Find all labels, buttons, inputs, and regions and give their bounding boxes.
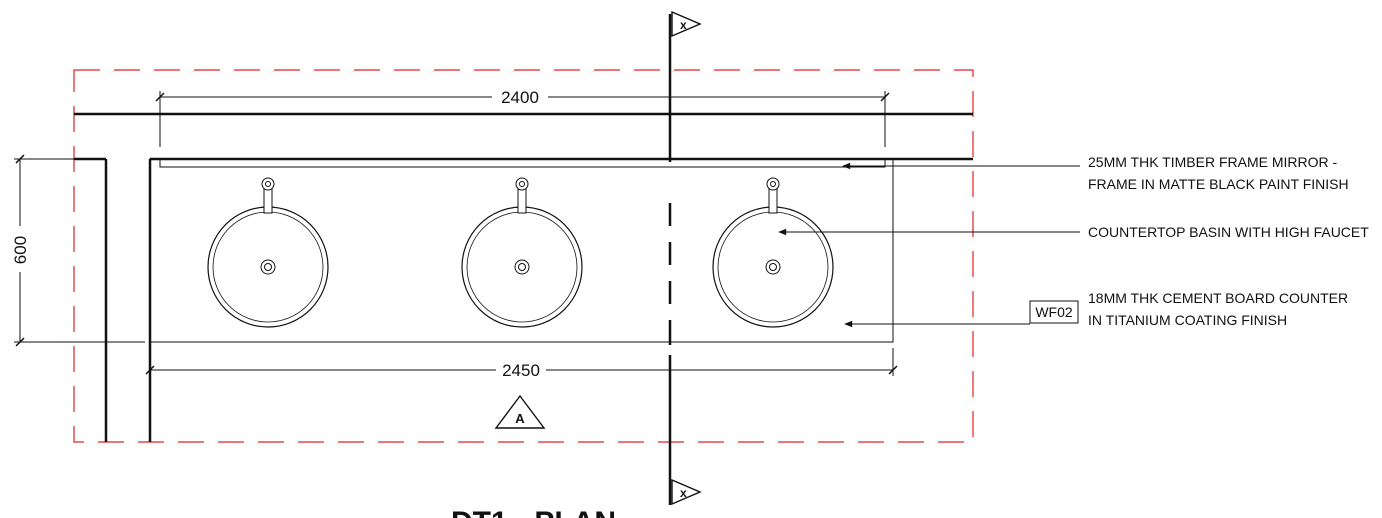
section-marker-bottom-label: x xyxy=(680,486,687,500)
drawing-title: DT1 - PLAN xyxy=(451,506,616,518)
elevation-marker: A xyxy=(494,394,546,429)
material-tag-label: WF02 xyxy=(1035,304,1073,320)
section-marker-top-label: x xyxy=(680,18,687,32)
dimension-top xyxy=(155,91,890,147)
note-mirror-line-1: 25MM THK TIMBER FRAME MIRROR - xyxy=(1088,154,1338,170)
dimension-left-label: 600 xyxy=(11,236,30,264)
section-marker-top: x xyxy=(671,10,702,38)
dimension-bottom xyxy=(145,348,898,376)
dimension-bottom-label: 2450 xyxy=(502,361,540,380)
elevation-marker-label: A xyxy=(515,411,525,426)
dimension-left xyxy=(14,154,145,347)
basin-middle xyxy=(461,177,583,328)
dimension-top-label: 2400 xyxy=(501,88,539,107)
section-marker-bottom: x xyxy=(671,478,702,506)
boundary-outline xyxy=(73,69,974,443)
mirror-strip xyxy=(159,158,886,168)
basin-left xyxy=(207,177,329,328)
note-counter-line-2: IN TITANIUM COATING FINISH xyxy=(1088,312,1287,328)
note-basin: COUNTERTOP BASIN WITH HIGH FAUCET xyxy=(1088,224,1369,240)
note-counter-line-1: 18MM THK CEMENT BOARD COUNTER xyxy=(1088,290,1348,306)
leader-lines xyxy=(778,162,1080,328)
material-tag: WF02 xyxy=(1029,300,1079,324)
note-mirror-line-2: FRAME IN MATTE BLACK PAINT FINISH xyxy=(1088,176,1349,192)
basin-right xyxy=(712,177,834,328)
